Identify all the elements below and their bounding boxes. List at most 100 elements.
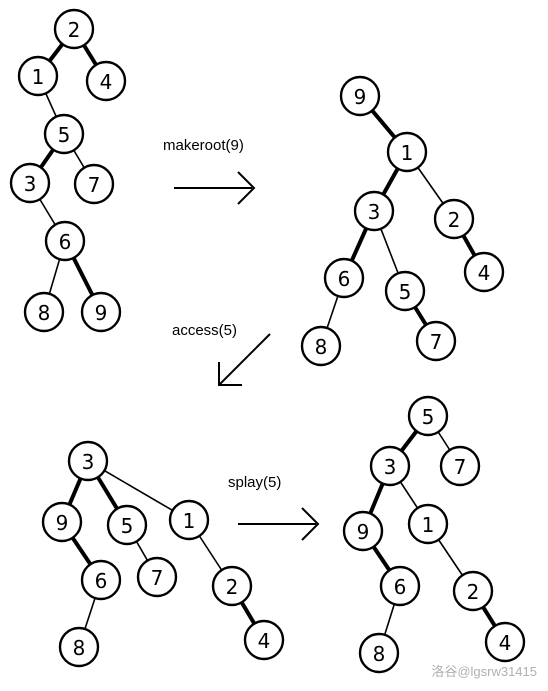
t2-node-9: 9 bbox=[339, 75, 381, 117]
t1-node-1: 1 bbox=[17, 55, 59, 97]
node-label: 8 bbox=[373, 642, 386, 666]
t1-node-8: 8 bbox=[23, 291, 65, 333]
node-label: 5 bbox=[422, 405, 435, 429]
node-circle bbox=[300, 325, 342, 367]
node-label: 3 bbox=[82, 450, 95, 474]
t3-node-6: 6 bbox=[80, 559, 122, 601]
node-label: 7 bbox=[151, 566, 164, 590]
node-label: 1 bbox=[32, 65, 45, 89]
node-circle bbox=[44, 220, 86, 262]
node-circle bbox=[53, 8, 95, 50]
node-label: 5 bbox=[121, 514, 134, 538]
node-label: 2 bbox=[467, 580, 480, 604]
t3-node-2: 2 bbox=[211, 565, 253, 607]
splay-arrow bbox=[238, 507, 320, 541]
node-label: 6 bbox=[338, 267, 351, 291]
splay-label: splay(5) bbox=[228, 474, 281, 491]
node-label: 4 bbox=[258, 629, 271, 653]
t4-node-5: 5 bbox=[407, 395, 449, 437]
t3-node-9: 9 bbox=[41, 501, 83, 543]
node-circle bbox=[67, 440, 109, 482]
node-label: 8 bbox=[73, 636, 86, 660]
node-label: 7 bbox=[430, 330, 443, 354]
t2-node-7: 7 bbox=[415, 320, 457, 362]
node-label: 6 bbox=[394, 575, 407, 599]
t4-node-9: 9 bbox=[342, 510, 384, 552]
node-label: 8 bbox=[315, 335, 328, 359]
node-label: 4 bbox=[499, 631, 512, 655]
node-circle bbox=[23, 291, 65, 333]
node-circle bbox=[452, 570, 494, 612]
node-circle bbox=[463, 251, 505, 293]
node-label: 9 bbox=[56, 511, 69, 535]
node-circle bbox=[433, 198, 475, 240]
node-circle bbox=[439, 445, 481, 487]
makeroot-arrow bbox=[174, 171, 256, 205]
node-circle bbox=[17, 55, 59, 97]
t3-node-4: 4 bbox=[243, 619, 285, 661]
node-label: 5 bbox=[399, 280, 412, 304]
t3-node-3: 3 bbox=[67, 440, 109, 482]
node-circle bbox=[358, 632, 400, 674]
node-label: 7 bbox=[88, 173, 101, 197]
node-circle bbox=[168, 499, 210, 541]
node-label: 2 bbox=[226, 575, 239, 599]
t2-node-5: 5 bbox=[384, 270, 426, 312]
node-label: 9 bbox=[354, 85, 367, 109]
node-label: 2 bbox=[68, 18, 81, 42]
node-circle bbox=[211, 565, 253, 607]
t2-node-6: 6 bbox=[323, 257, 365, 299]
t1-node-2: 2 bbox=[53, 8, 95, 50]
access-label: access(5) bbox=[172, 322, 237, 339]
t3-node-5: 5 bbox=[106, 504, 148, 546]
t3-node-8: 8 bbox=[58, 626, 100, 668]
t2-node-1: 1 bbox=[386, 131, 428, 173]
node-circle bbox=[9, 162, 51, 204]
node-label: 4 bbox=[478, 261, 491, 285]
node-circle bbox=[136, 556, 178, 598]
node-circle bbox=[484, 621, 526, 663]
watermark: 洛谷@lgsrw31415 bbox=[431, 664, 537, 679]
t1-node-6: 6 bbox=[44, 220, 86, 262]
node-circle bbox=[407, 395, 449, 437]
t4-node-3: 3 bbox=[369, 445, 411, 487]
node-circle bbox=[407, 503, 449, 545]
node-label: 5 bbox=[58, 123, 71, 147]
t4-node-4: 4 bbox=[484, 621, 526, 663]
node-circle bbox=[106, 504, 148, 546]
node-circle bbox=[243, 619, 285, 661]
t4-node-2: 2 bbox=[452, 570, 494, 612]
t1-node-3: 3 bbox=[9, 162, 51, 204]
node-label: 3 bbox=[24, 172, 37, 196]
t4-node-1: 1 bbox=[407, 503, 449, 545]
node-circle bbox=[353, 190, 395, 232]
access-arrow bbox=[218, 333, 271, 386]
node-label: 4 bbox=[100, 70, 113, 94]
node-circle bbox=[85, 60, 127, 102]
node-label: 3 bbox=[368, 200, 381, 224]
node-circle bbox=[379, 565, 421, 607]
node-circle bbox=[80, 559, 122, 601]
node-circle bbox=[369, 445, 411, 487]
node-label: 9 bbox=[95, 301, 108, 325]
node-label: 7 bbox=[454, 455, 467, 479]
node-label: 6 bbox=[95, 569, 108, 593]
node-label: 1 bbox=[183, 509, 196, 533]
t1-node-5: 5 bbox=[43, 113, 85, 155]
t3-node-1: 1 bbox=[168, 499, 210, 541]
node-label: 6 bbox=[59, 230, 72, 254]
node-label: 8 bbox=[38, 301, 51, 325]
node-label: 1 bbox=[401, 141, 414, 165]
node-circle bbox=[415, 320, 457, 362]
node-label: 3 bbox=[384, 455, 397, 479]
node-circle bbox=[43, 113, 85, 155]
node-circle bbox=[73, 163, 115, 205]
node-circle bbox=[339, 75, 381, 117]
node-label: 9 bbox=[357, 520, 370, 544]
t4-node-7: 7 bbox=[439, 445, 481, 487]
t2-node-8: 8 bbox=[300, 325, 342, 367]
t2-node-2: 2 bbox=[433, 198, 475, 240]
node-circle bbox=[384, 270, 426, 312]
makeroot-label: makeroot(9) bbox=[163, 137, 244, 154]
